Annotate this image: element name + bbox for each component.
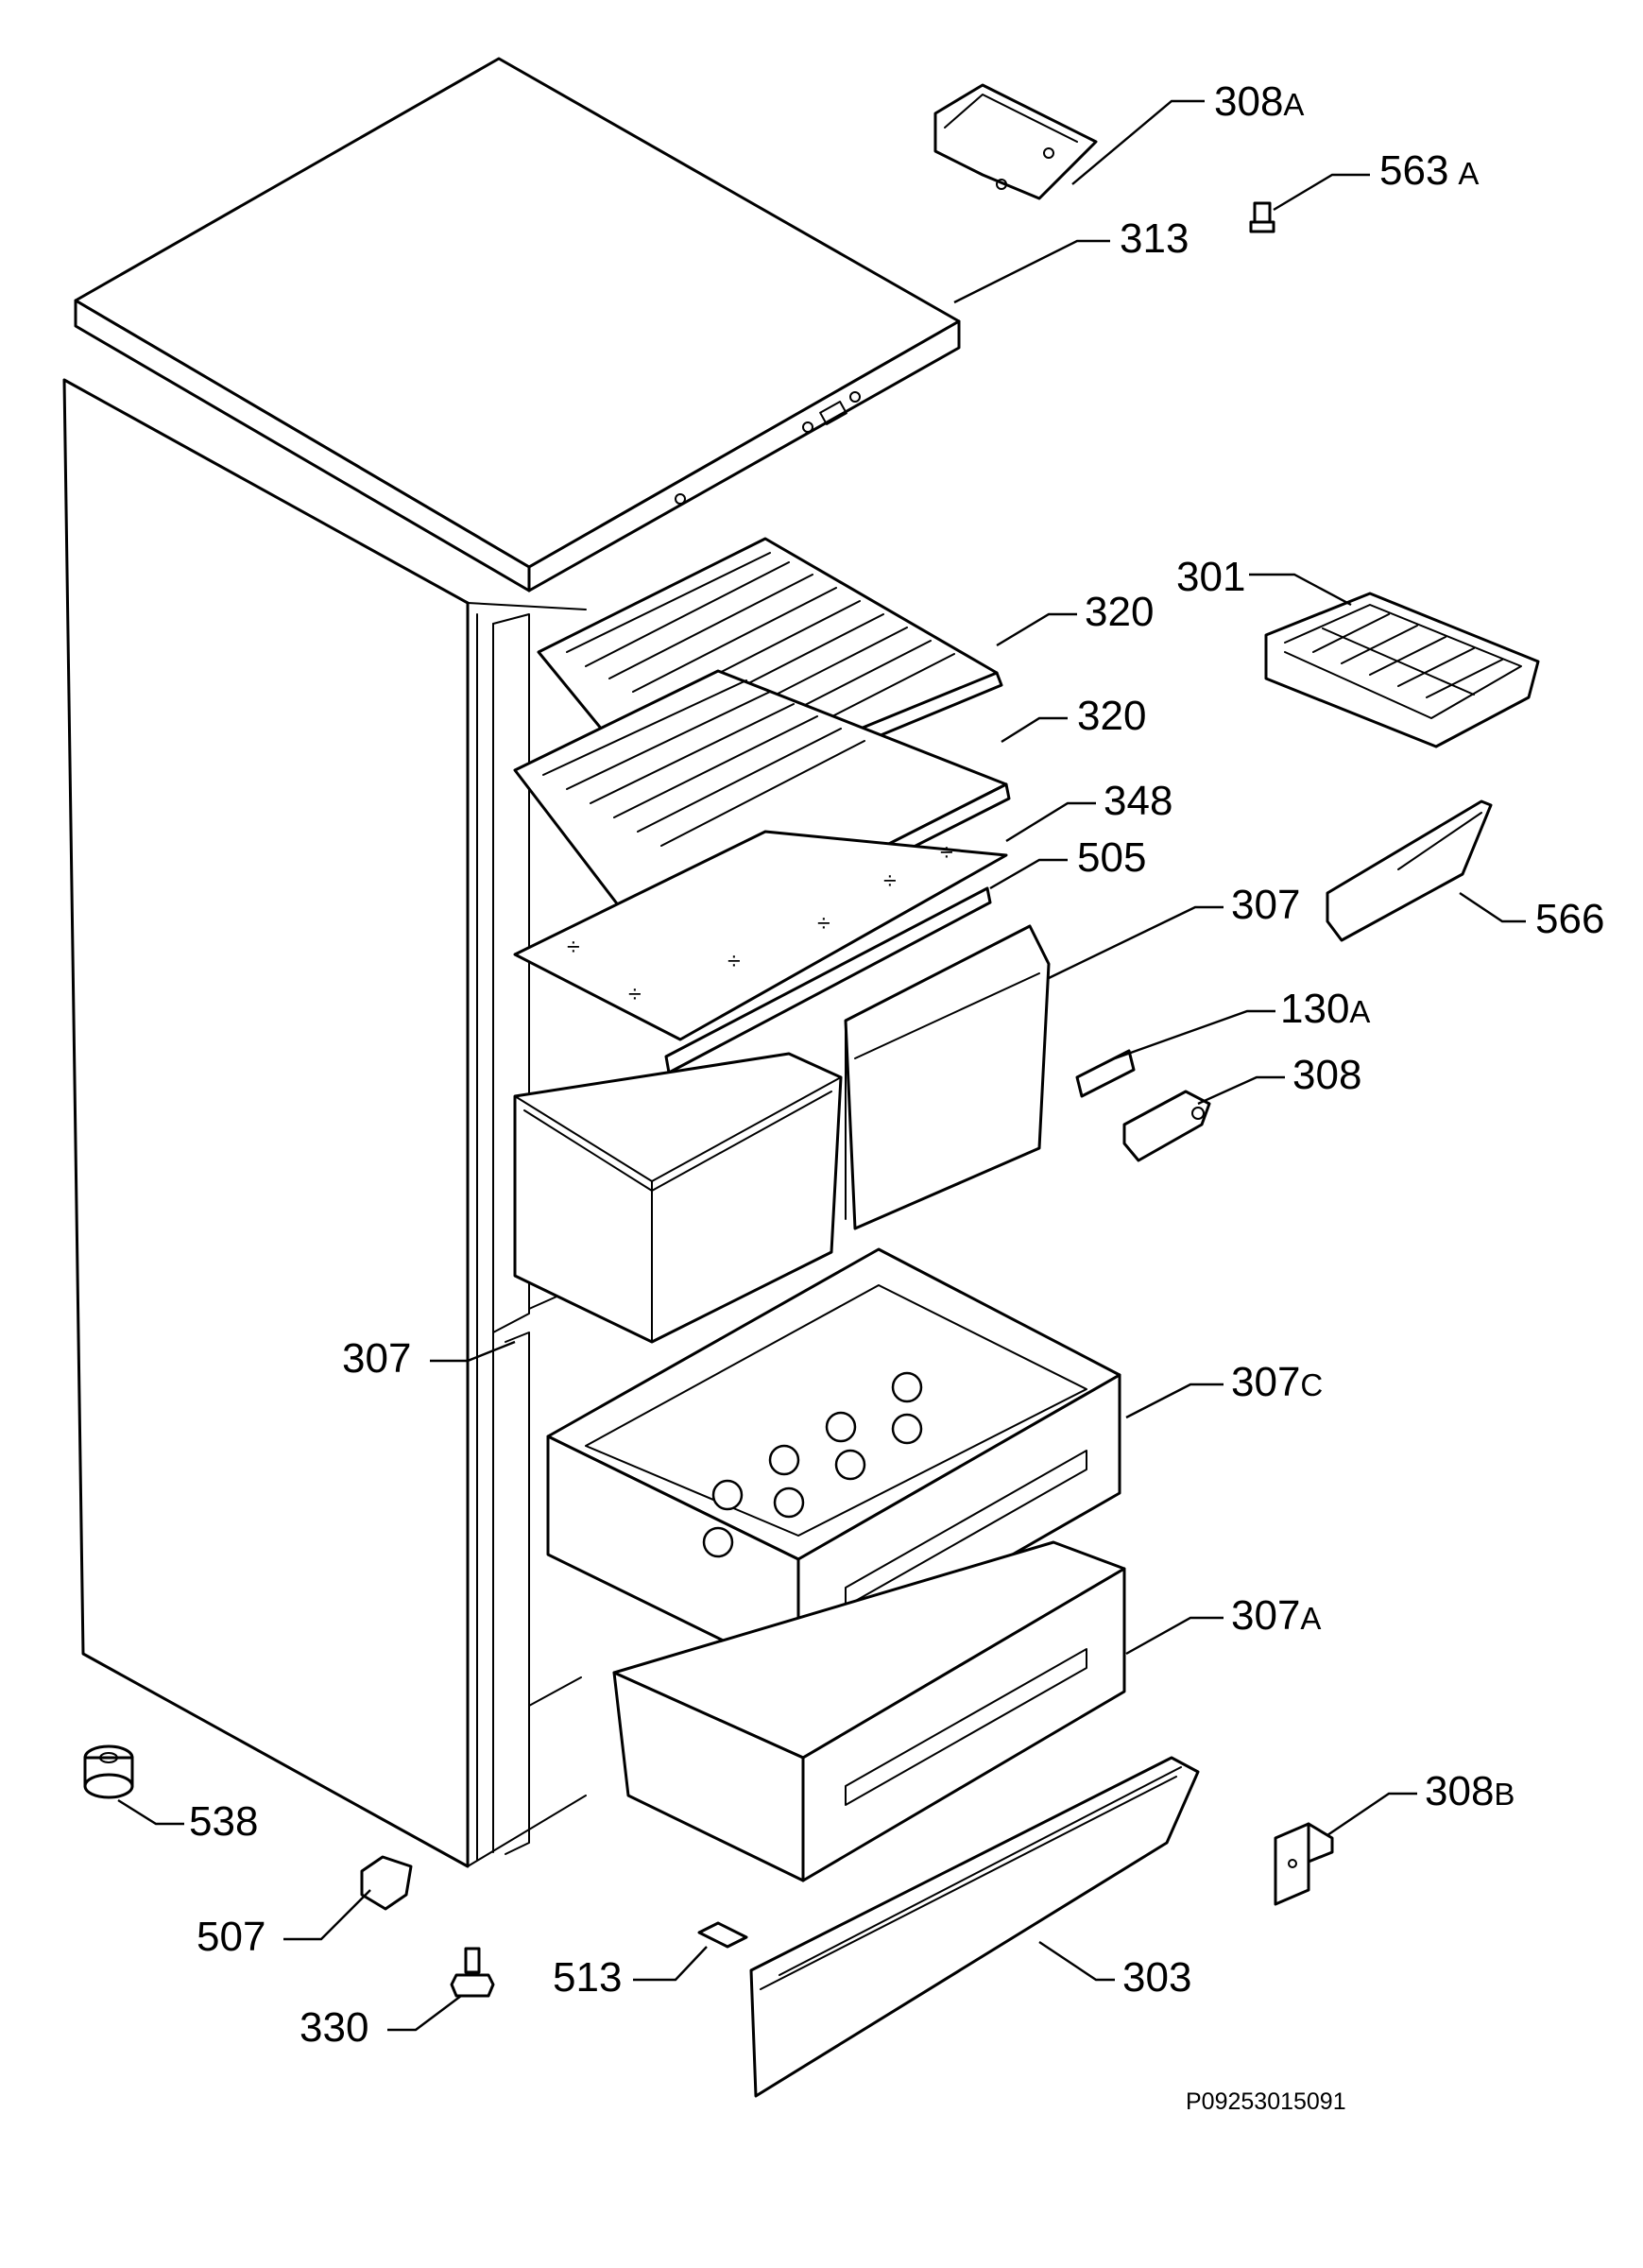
drawer-307A (612, 1540, 1126, 1882)
hinge-308 (1122, 1090, 1211, 1162)
scraper-566 (1326, 799, 1493, 942)
foot-538 (83, 1744, 134, 1799)
drawing-code: P09253015091 (1186, 2088, 1346, 2115)
glass-shelf-348: ÷ ÷ ÷ ÷ ÷ ÷ (513, 830, 1008, 1041)
part-513 (697, 1921, 748, 1949)
screw-563A (1249, 201, 1275, 233)
drawer-307-upper-right (844, 924, 1051, 1230)
label-320-lower: 320 (1077, 693, 1146, 739)
label-307-left: 307 (342, 1335, 411, 1382)
part-130A (1075, 1049, 1136, 1098)
hinge-bracket-308A (933, 83, 1098, 200)
cabinet-body (62, 378, 587, 1868)
label-348: 348 (1104, 778, 1172, 824)
label-507: 507 (197, 1914, 265, 1960)
label-301: 301 (1176, 554, 1245, 600)
door-bar-303 (749, 1756, 1200, 2098)
svg-text:÷: ÷ (628, 981, 642, 1007)
label-308A: 308A (1214, 78, 1304, 125)
svg-text:÷: ÷ (727, 948, 741, 974)
svg-text:÷: ÷ (817, 910, 830, 936)
svg-text:÷: ÷ (567, 934, 580, 960)
label-130A: 130A (1280, 986, 1370, 1032)
label-313: 313 (1120, 215, 1189, 262)
drawer-307-upper-left (513, 1052, 843, 1344)
svg-text:÷: ÷ (883, 868, 897, 894)
label-308B: 308B (1425, 1768, 1515, 1814)
ice-tray-301 (1264, 592, 1540, 748)
label-303: 303 (1122, 1954, 1191, 2001)
label-307A: 307A (1231, 1592, 1321, 1639)
svg-text:÷: ÷ (940, 839, 953, 866)
label-308: 308 (1292, 1052, 1361, 1098)
label-307C: 307C (1231, 1359, 1323, 1405)
label-505: 505 (1077, 834, 1146, 881)
shelf-strip-505 (664, 886, 992, 1074)
leader-lines (117, 99, 1526, 2032)
label-320-upper: 320 (1085, 589, 1154, 635)
label-538: 538 (189, 1798, 258, 1845)
label-513: 513 (553, 1954, 622, 2001)
label-307-upper: 307 (1231, 882, 1300, 928)
top-cover-313 (74, 57, 961, 593)
adjustable-foot-330 (450, 1947, 495, 1998)
label-566: 566 (1535, 896, 1604, 942)
clip-507 (360, 1855, 413, 1911)
label-330: 330 (300, 2004, 368, 2051)
hinge-308B (1274, 1822, 1334, 1906)
